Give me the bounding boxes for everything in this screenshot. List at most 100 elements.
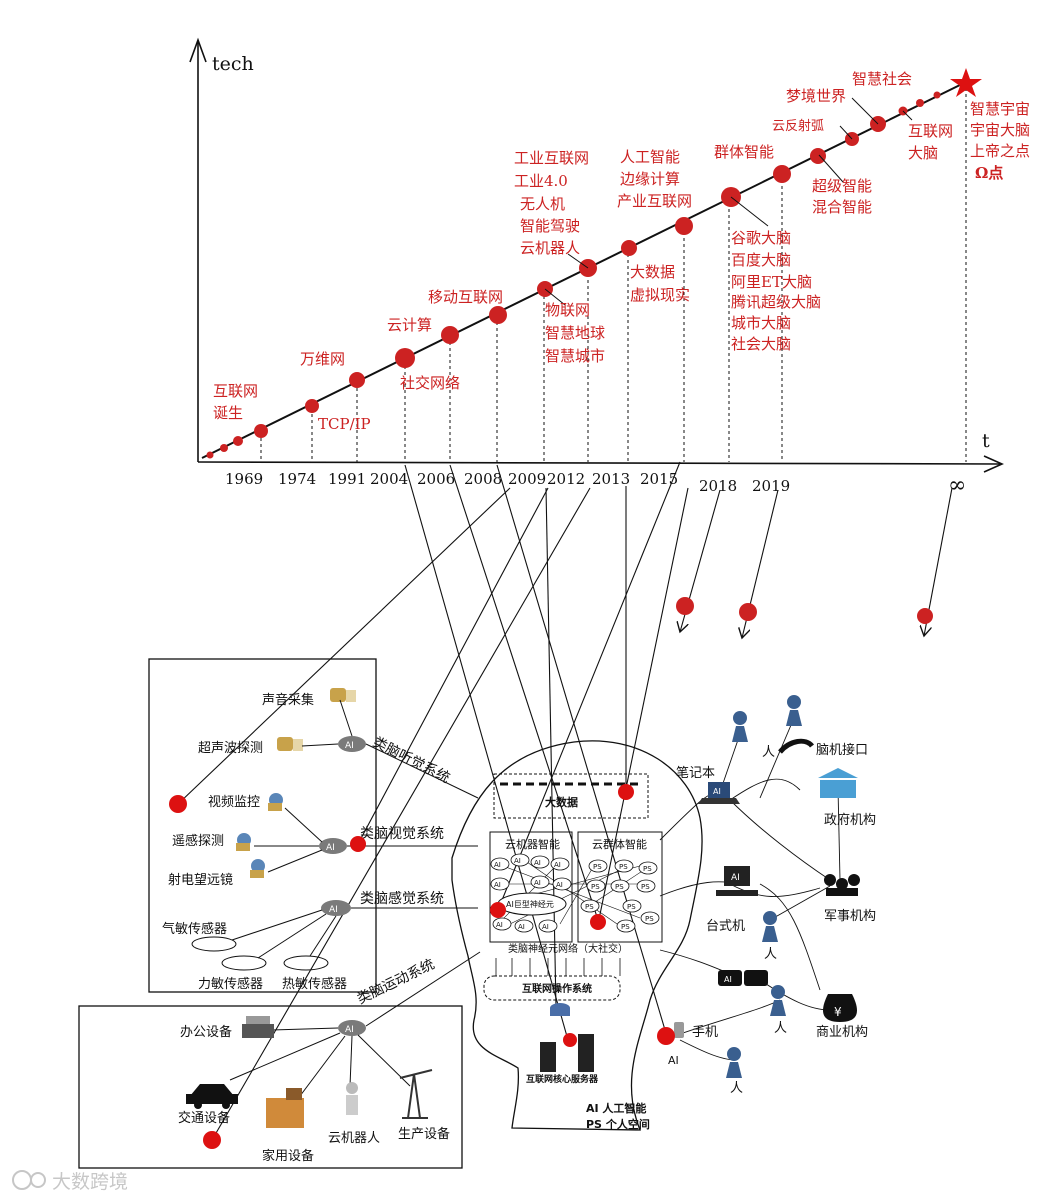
- ai-node: AI: [550, 857, 570, 871]
- commerce-label: 商业机构: [816, 1025, 868, 1040]
- x-axis-arrow-icon: [983, 455, 1004, 473]
- milestone-dot: [916, 99, 924, 107]
- milestone-label: 上帝之点: [970, 142, 1030, 160]
- milestone-label: 社交网络: [400, 374, 460, 392]
- person-label: 人: [764, 947, 777, 962]
- milestone-label: 大脑: [908, 144, 938, 162]
- milestone-label: 智能驾驶: [520, 217, 580, 235]
- milestone-label: 边缘计算: [620, 170, 680, 188]
- ai-node: AI: [490, 877, 510, 891]
- ps-node: PS: [640, 911, 660, 925]
- svg-text:PS: PS: [621, 923, 630, 931]
- year-label: 1969: [225, 470, 263, 488]
- milestone-label: 超级智能: [812, 177, 872, 195]
- year-label: 2004: [370, 470, 408, 488]
- notebook-label: 笔记本: [676, 765, 715, 781]
- milestone-label: 智慧城市: [545, 347, 605, 365]
- os-label: 互联网操作系统: [522, 982, 592, 995]
- ai-node: AI: [552, 877, 572, 891]
- ai-node: AI: [514, 919, 534, 933]
- vision-system-label: 类脑视觉系统: [360, 826, 444, 842]
- ai-node: AI: [490, 857, 510, 871]
- milestone-dot: [489, 306, 507, 324]
- milestone-label: 大数据: [630, 263, 675, 281]
- sensor-label: 视频监控: [208, 795, 260, 810]
- motor-system-label: 类脑运动系统: [355, 956, 438, 1007]
- core-servers-label: 互联网核心服务器: [526, 1073, 599, 1085]
- svg-text:AI: AI: [554, 861, 561, 869]
- phone-ai-label: AI: [668, 1054, 679, 1067]
- head-outline: [451, 740, 703, 1131]
- svg-text:PS: PS: [641, 883, 650, 891]
- milestone-label: 云反射弧: [772, 118, 824, 134]
- desktop-icon: AI: [716, 866, 758, 896]
- milestone-label: 城市大脑: [731, 314, 791, 332]
- svg-text:AI: AI: [731, 873, 740, 883]
- watermark-logo-icon: [12, 1170, 32, 1190]
- svg-text:AI: AI: [514, 857, 521, 865]
- device-label: 交通设备: [178, 1110, 230, 1126]
- ps-node: PS: [638, 861, 658, 875]
- milestone-dot: [621, 240, 637, 256]
- milestone-label: 腾讯超级大脑: [731, 293, 821, 311]
- year-label: 2008: [464, 470, 502, 488]
- svg-text:AI: AI: [496, 921, 503, 929]
- timeline-axes: tech t: [189, 37, 1004, 473]
- year-label: 2019: [752, 477, 790, 495]
- svg-text:PS: PS: [591, 883, 600, 891]
- neuron-network-label: 类脑神经元网络（大社交）: [508, 942, 628, 955]
- head-dot: [490, 902, 506, 918]
- milestone-dot: [933, 91, 941, 99]
- cloud-robot-box: [489, 831, 573, 943]
- router-icon: [550, 1003, 570, 1016]
- svg-text:PS: PS: [643, 865, 652, 873]
- phone-icon: [674, 1022, 684, 1038]
- hearing-system-label: 类脑听觉系统: [370, 734, 452, 786]
- svg-text:PS: PS: [593, 863, 602, 871]
- device-label: 生产设备: [398, 1126, 450, 1142]
- milestone-label: 物联网: [545, 301, 590, 319]
- ultrasound-icon: [277, 737, 303, 751]
- bci-label: 脑机接口: [816, 742, 868, 758]
- government-label: 政府机构: [824, 813, 876, 828]
- person-icon: [726, 1047, 742, 1078]
- robot-icon: [346, 1082, 358, 1115]
- milestone-label: 无人机: [520, 195, 565, 213]
- person-icon: [786, 695, 802, 726]
- x-axis-label: t: [982, 430, 990, 452]
- devices-box: AI 办公设备 交通设备 家用设备 云机器人 生产设备 类脑运动系统: [78, 951, 481, 1169]
- military-label: 军事机构: [824, 909, 876, 924]
- milestone-label: Ω点: [975, 164, 1003, 182]
- ps-node: PS: [614, 859, 634, 873]
- milestone-dot: [441, 326, 459, 344]
- legend-ai: AI 人工智能: [586, 1101, 646, 1115]
- year-label: 1991: [328, 470, 366, 488]
- person-icon: [732, 711, 748, 742]
- svg-text:AI: AI: [534, 879, 541, 887]
- ai-node: [338, 736, 366, 752]
- cloud-group-label: 云群体智能: [592, 837, 647, 851]
- svg-text:PS: PS: [619, 863, 628, 871]
- milestone-label: 群体智能: [714, 143, 774, 161]
- camera-icon: [268, 793, 283, 811]
- force-sensor: [221, 955, 267, 971]
- ps-nodes: PS PS PS PS PS PS PS PS PS PS: [580, 859, 660, 933]
- milestone-dot: [305, 399, 319, 413]
- ar-glasses-icon: AI: [718, 970, 768, 986]
- ai-node: [338, 1020, 366, 1036]
- device-dot: [203, 1131, 221, 1149]
- year-label: 2018: [699, 477, 737, 495]
- omega-star-icon: [950, 68, 982, 97]
- sensors-box: 声音采集 超声波探测 视频监控 遥感探测 射电望远镜 气敏传感器 力敏传感器 热…: [148, 658, 479, 993]
- milestone-label: 宇宙大脑: [970, 121, 1030, 139]
- head-dot: [563, 1033, 577, 1047]
- gas-sensor: [191, 936, 237, 952]
- milestone-label: 云机器人: [520, 239, 580, 257]
- ai-node-label: AI: [326, 843, 335, 853]
- ai-node: AI: [530, 875, 550, 889]
- milestone-label: 人工智能: [620, 148, 680, 166]
- svg-text:AI: AI: [494, 861, 501, 869]
- milestone-labels: 互联网 诞生 TCP/IP 万维网 社交网络 云计算 移动互联网 物联网 智慧地…: [213, 70, 1030, 433]
